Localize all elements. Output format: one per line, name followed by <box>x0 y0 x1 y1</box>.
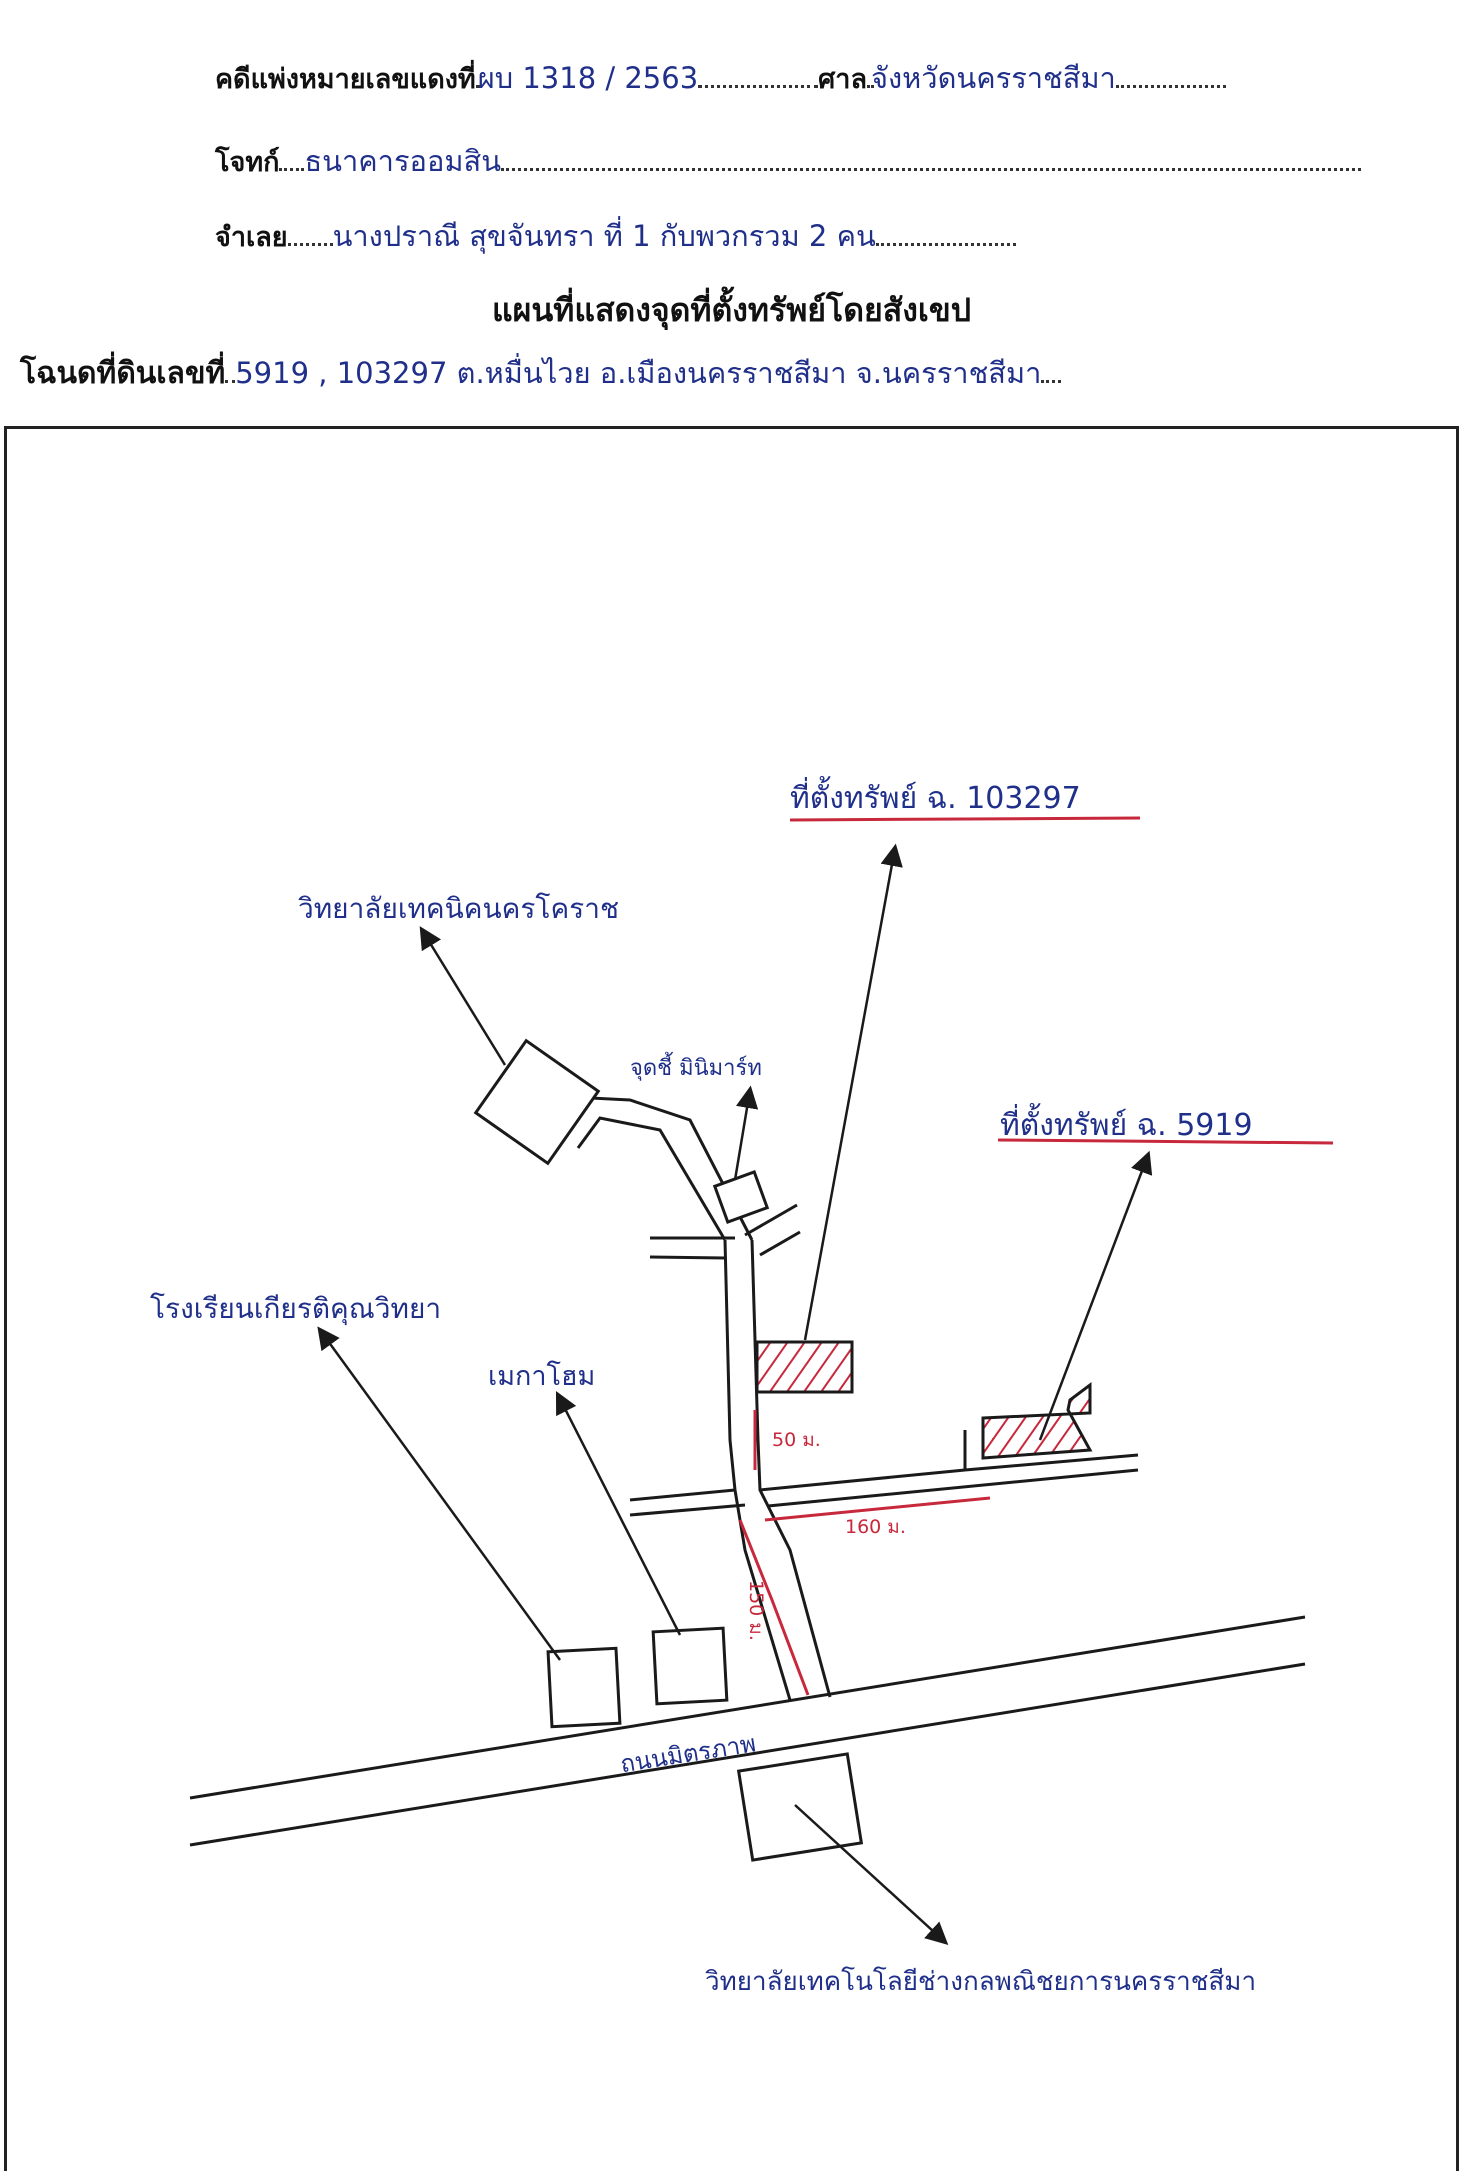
arrow-college-north <box>419 926 507 1066</box>
defendant-label: จำเลย <box>215 222 288 253</box>
mid-cross-road-south-w <box>629 1503 746 1517</box>
school-label: โรงเรียนเกียรติคุณวิทยา <box>150 1292 441 1326</box>
main-road-edge-south <box>189 1662 1306 1847</box>
dist-150-marker <box>738 1519 810 1696</box>
property-103297-plot <box>755 1340 854 1394</box>
dist-150-label: 150 ม. <box>745 1580 767 1641</box>
main-road-edge-north <box>189 1615 1306 1800</box>
court-label: ศาล <box>818 64 868 95</box>
property-103297-label: ที่ตั้งทรัพย์ ฉ. 103297 <box>790 776 1081 816</box>
mid-cross-road-north-e <box>759 1468 966 1492</box>
plaintiff-label: โจทก์ <box>215 147 280 178</box>
deed-row: โฉนดที่ดินเลขที่ 5919 , 103297 ต.หมื่นไวย… <box>20 350 1062 397</box>
college-north-label: วิทยาลัยเทคนิคนครโคราช <box>298 892 619 925</box>
property-5919-underline <box>997 1138 1334 1145</box>
arrow-college-south <box>794 1804 949 1946</box>
property-103297-underline <box>789 816 1141 822</box>
property-5919-plot <box>981 1382 1093 1460</box>
dist-50-label: 50 ม. <box>772 1429 821 1451</box>
deed-value: 5919 , 103297 ต.หมื่นไวย อ.เมืองนครราชสี… <box>235 356 1042 390</box>
deed-label: โฉนดที่ดินเลขที่ <box>20 356 226 391</box>
map-frame <box>4 426 1459 2171</box>
arrow-school <box>317 1326 562 1661</box>
school-building <box>546 1646 622 1729</box>
mid-cross-road-north-w <box>629 1488 736 1502</box>
college-south-label: วิทยาลัยเทคโนโลยีช่างกลพณิชยการนครราชสีม… <box>705 1966 1256 1997</box>
mid-cross-road-south-e <box>767 1468 1139 1508</box>
arrow-property-103297 <box>803 843 903 1341</box>
dist-160-marker <box>764 1496 991 1522</box>
case-number-label: คดีแพ่งหมายเลขแดงที่ <box>215 64 476 95</box>
upper-road-west <box>576 1116 727 1241</box>
top-cross-road-d <box>759 1230 801 1257</box>
plaintiff-value: ธนาคารออมสิน <box>304 144 502 178</box>
top-cross-road-b <box>649 1255 726 1260</box>
main-road-label: ถนนมิตรภาพ <box>618 1729 757 1778</box>
mega-home-label: เมกาโฮม <box>488 1361 595 1392</box>
minimart-label: จุดชี้ มินิมาร์ท <box>630 1052 762 1081</box>
college-south-building <box>736 1752 864 1862</box>
college-north-building <box>473 1038 601 1166</box>
mid-cross-road-east <box>964 1453 1139 1472</box>
dist-160-label: 160 ม. <box>845 1516 906 1538</box>
top-cross-road-c <box>744 1203 798 1237</box>
plaintiff-row: โจทก์ ธนาคารออมสิน <box>215 138 1362 184</box>
defendant-value: นางปราณี สุขจันทรา ที่ 1 กับพวกรวม 2 คน <box>332 219 876 253</box>
property-5919-label: ที่ตั้งทรัพย์ ฉ. 5919 <box>1000 1103 1253 1143</box>
arrow-minimart <box>733 1085 759 1181</box>
court-value: จังหวัดนครราชสีมา <box>871 61 1116 95</box>
minimart-building <box>712 1170 770 1224</box>
page-title: แผนที่แสดงจุดที่ตั้งทรัพย์โดยสังเขป <box>491 291 972 329</box>
mega-home-building <box>651 1626 729 1706</box>
arrow-property-5919 <box>1038 1150 1153 1441</box>
arrow-mega-home <box>555 1390 682 1636</box>
case-number-value: ผบ 1318 / 2563 <box>477 61 699 95</box>
case-number-row: คดีแพ่งหมายเลขแดงที่ผบ 1318 / 2563 ศาลจัง… <box>215 55 1226 101</box>
defendant-row: จำเลย นางปราณี สุขจันทรา ที่ 1 กับพวกรวม … <box>215 213 1016 259</box>
